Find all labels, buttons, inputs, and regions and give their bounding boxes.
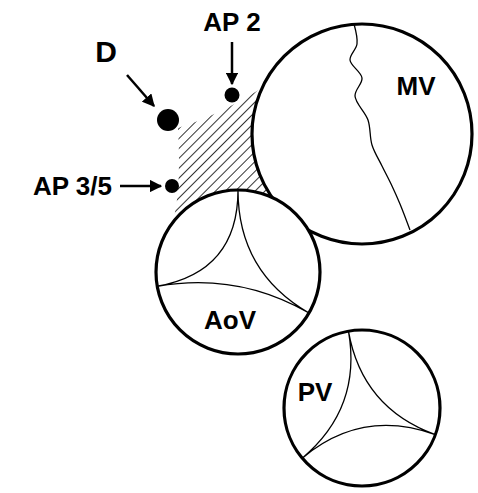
site-label-holder: AP 3/5 — [32, 172, 113, 200]
site-label-holder: D — [94, 36, 118, 68]
valve-label: MV — [396, 72, 437, 100]
site-label-holder: AP 2 — [202, 8, 261, 36]
pointer-arrow — [120, 185, 161, 188]
pointer-arrow — [231, 42, 234, 84]
site-label: D — [94, 36, 118, 68]
valve-ring — [156, 190, 320, 354]
valve-label-holder: MV — [396, 72, 437, 100]
valve-label: AoV — [203, 306, 257, 334]
valve-label: PV — [297, 378, 334, 406]
valve-outline — [280, 326, 444, 490]
site-dot — [165, 179, 179, 193]
valve-circle: PV — [280, 326, 444, 490]
site-dot — [157, 109, 179, 131]
valve-ring — [284, 330, 440, 486]
site-label: AP 3/5 — [32, 172, 113, 200]
pointer-arrow — [127, 75, 154, 106]
valve-circle: AoV — [152, 186, 324, 358]
valve-label-holder: PV — [297, 378, 334, 406]
valve-leaflets — [350, 24, 410, 230]
valve-leaflets — [157, 190, 309, 313]
site-dot — [225, 88, 240, 103]
valve-label-holder: AoV — [203, 306, 257, 334]
site-label: AP 2 — [202, 8, 261, 36]
